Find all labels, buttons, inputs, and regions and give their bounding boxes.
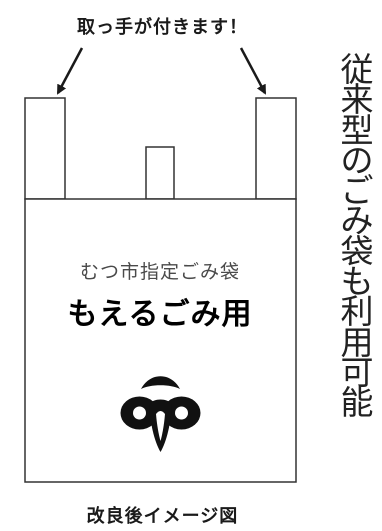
left-handle [24,97,66,200]
caption: 改良後イメージ図 [86,506,239,527]
handle-note: 取っ手が付きます！ [77,17,248,38]
left-arrow [56,47,84,95]
right-arrow [239,47,267,95]
bag-label-burnable: もえるごみ用 [67,297,253,332]
side-note-vertical: 従来型のごみ袋も利用可能 [340,50,374,423]
center-tab [145,146,175,200]
right-handle [255,97,297,200]
mutsu-city-emblem-icon [120,376,201,452]
bag-label-city-designated: むつ市指定ごみ袋 [79,261,240,283]
